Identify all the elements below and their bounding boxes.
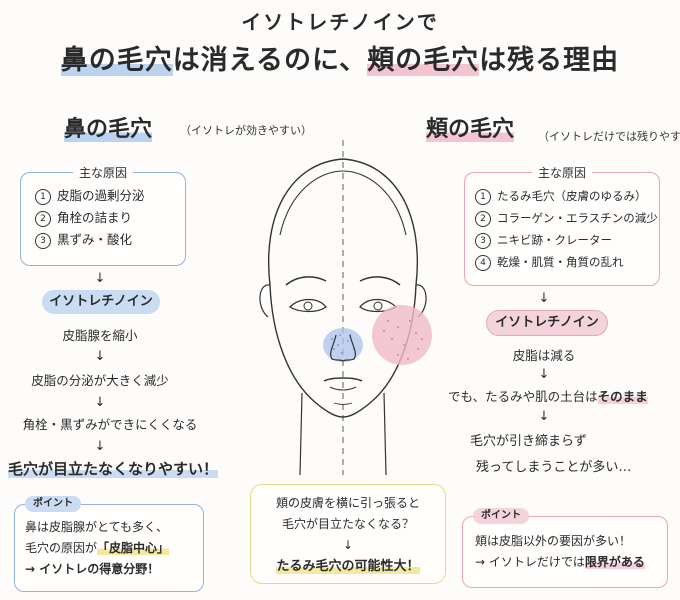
title-cheek-pores: 頬の毛穴 — [367, 45, 480, 76]
cheek-pore-dots — [383, 320, 423, 360]
right-heading: 頬の毛穴 — [426, 117, 515, 142]
hair-line-right — [342, 170, 407, 236]
left-point-box: ポイント 鼻は皮脂腺がとても多く、 毛穴の原因が「皮脂中心」 → イソトレの得意… — [14, 496, 204, 592]
face-illustration — [259, 140, 432, 476]
flow-arrow: ↓ — [538, 409, 550, 424]
left-point-line1: 鼻は皮脂腺がとても多く、 — [25, 520, 169, 534]
center-tip-box: 頬の皮膚を横に引っ張ると 毛穴が目立たなくなる？ ↓ たるみ毛穴の可能性大！ — [250, 484, 446, 584]
mouth-upper — [323, 377, 363, 382]
right-pupil — [373, 301, 383, 311]
neck-right — [383, 392, 387, 476]
nose — [330, 334, 356, 362]
left-causes-label: 主な原因 — [72, 166, 133, 180]
left-point-line3: → イソトレの得意分野！ — [25, 562, 160, 576]
left-point-tag: ポイント — [25, 496, 81, 512]
left-brow — [285, 276, 327, 286]
right-flow-1: 皮脂は減る — [512, 348, 576, 363]
nose-pore-patch — [323, 328, 363, 362]
flow-arrow: ↓ — [538, 367, 550, 382]
center-line2: 毛穴が目立たなくなる？ — [281, 517, 414, 531]
center-arrow: ↓ — [342, 538, 354, 552]
cheek-pore-patch — [372, 305, 432, 365]
right-point-line1: 頬は皮脂以外の要因が多い！ — [475, 534, 632, 548]
flow-arrow: ↓ — [94, 395, 106, 410]
left-result: 毛穴が目立たなくなりやすい！ — [8, 460, 219, 478]
flow-arrow: ↓ — [94, 439, 106, 454]
left-ear — [259, 284, 271, 318]
right-point-line2: → イソトレだけでは限界がある — [475, 555, 645, 569]
flow-arrow: ↓ — [538, 291, 550, 306]
right-flow-4: 残ってしまうことが多い… — [476, 460, 632, 475]
right-flow-3: 毛穴が引き締まらず — [470, 434, 587, 449]
left-pupil — [303, 301, 313, 311]
left-point-line2: 毛穴の原因が「皮脂中心」 — [25, 541, 170, 555]
title-text-b: は消えるのに、 — [172, 45, 368, 76]
flow-arrow: ↓ — [94, 349, 106, 364]
chin-line — [333, 402, 353, 405]
left-heading: 鼻の毛穴 — [64, 117, 153, 142]
flow-arrow: ↓ — [94, 271, 106, 286]
left-note: （イソトレが効きやすい） — [180, 124, 312, 137]
center-line3: たるみ毛穴の可能性大！ — [276, 559, 420, 574]
right-point-tag: ポイント — [473, 508, 529, 524]
right-drug-pill: イソトレチノイン — [486, 310, 608, 336]
left-flow-2: 皮脂の分泌が大きく減少 — [31, 373, 169, 388]
left-flow-1: 皮脂腺を縮小 — [62, 328, 138, 343]
right-point-box: ポイント 頬は皮脂以外の要因が多い！ → イソトレだけでは限界がある — [462, 508, 668, 588]
left-eye — [288, 298, 327, 313]
title-line2: 鼻の毛穴は消えるのに、頬の毛穴は残る理由 — [0, 38, 680, 77]
right-causes-label: 主な原因 — [531, 166, 592, 180]
title-line1: イソトレチノインで — [241, 10, 439, 34]
hair-line-left — [279, 170, 344, 236]
right-note: （イソトレだけでは残りやすい） — [538, 130, 680, 143]
neck-left — [299, 392, 303, 476]
left-flow-3: 角栓・黒ずみができにくくなる — [22, 417, 198, 432]
title-nose-pores: 鼻の毛穴 — [60, 45, 173, 76]
right-brow — [359, 276, 401, 286]
left-drug-pill: イソトレチノイン — [42, 290, 160, 314]
title-text-d: は残る理由 — [479, 45, 620, 76]
right-flow-2: でも、たるみや肌の土台はそのまま — [448, 389, 648, 404]
center-line1: 頬の皮膚を横に引っ張ると — [275, 496, 420, 510]
mouth-lower — [329, 386, 357, 391]
